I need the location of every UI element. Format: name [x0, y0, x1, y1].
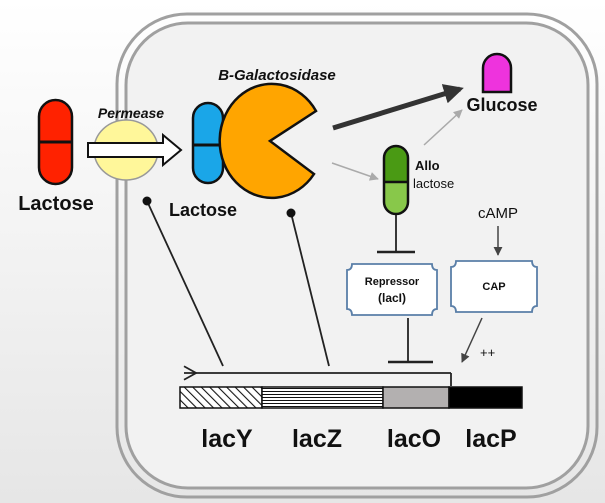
- lactose-outside-label: Lactose: [18, 193, 94, 215]
- permease-icon: [87, 119, 183, 181]
- lactose-outside-icon: [37, 98, 74, 186]
- permease-label: Permease: [98, 105, 164, 121]
- gene-lacO-segment: [382, 386, 450, 409]
- gene-lacZ-label: lacZ: [292, 425, 342, 453]
- camp-label: cAMP: [478, 205, 518, 222]
- gene-lacY-segment: [179, 386, 263, 409]
- glucose-label: Glucose: [466, 95, 537, 115]
- cap-box: [450, 260, 538, 313]
- gene-lacZ-segment: [261, 386, 384, 409]
- cap-to-promoter-arrow: [461, 317, 483, 363]
- glucose-icon: [481, 52, 513, 94]
- cell-membrane-outer: [115, 12, 599, 499]
- galactosidase-icon: [218, 82, 318, 200]
- galactosidase-to-allolactose-arrow: [331, 162, 379, 181]
- galactosidase-to-glucose-arrow: [332, 84, 464, 131]
- allolactose-to-glucose-arrow: [423, 109, 463, 146]
- gene-lacP-segment: [448, 386, 523, 409]
- plusplus-label: ++: [480, 345, 495, 360]
- galactosidase-label: B-Galactosidase: [218, 67, 336, 84]
- permease-line-dot: [142, 196, 152, 206]
- lacY-to-permease-line: [146, 200, 224, 367]
- cap-label: CAP: [482, 281, 505, 293]
- allolactose-icon: [382, 144, 410, 216]
- gene-lacP-label: lacP: [465, 425, 516, 453]
- lactose-inside-label: Lactose: [169, 200, 237, 220]
- galactosidase-line-dot: [286, 208, 296, 218]
- allo-label: Allo: [415, 158, 440, 173]
- repressor-box: [346, 263, 438, 316]
- gene-lacO-label: lacO: [387, 425, 441, 453]
- cell-membrane-inner: [124, 21, 590, 490]
- repressor-label-line2: (lacI): [378, 291, 406, 305]
- repressor-label-line1: Repressor: [365, 276, 420, 288]
- lacZ-to-galactosidase-line: [290, 212, 330, 367]
- gene-lacY-label: lacY: [201, 425, 253, 453]
- allolactose-label: lactose: [413, 176, 454, 191]
